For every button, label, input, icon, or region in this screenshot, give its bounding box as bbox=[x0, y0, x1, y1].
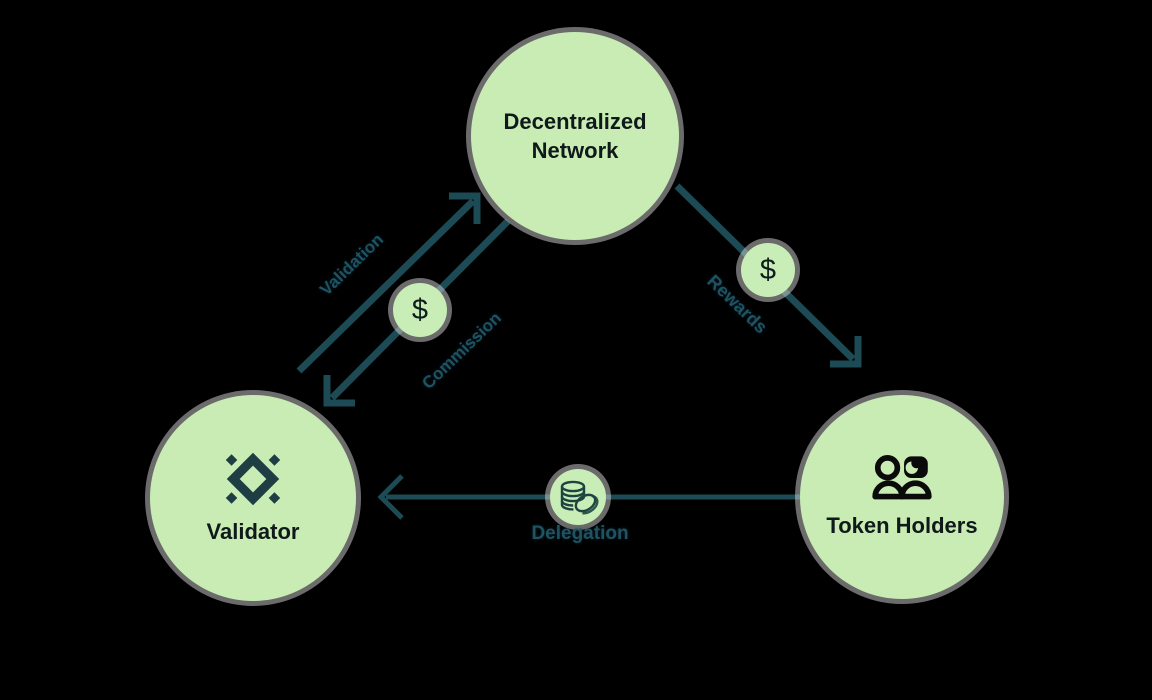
node-label: Decentralized Network bbox=[503, 108, 647, 163]
node-decentralized-network: Decentralized Network bbox=[471, 32, 679, 240]
dollar-icon: $ bbox=[411, 293, 429, 326]
node-label: Validator bbox=[206, 519, 300, 545]
node-validator: Validator bbox=[150, 395, 356, 601]
validation-arrow bbox=[296, 192, 481, 374]
validator-diamond-icon bbox=[225, 453, 281, 506]
arrowhead-left-icon bbox=[377, 474, 404, 520]
delegation-coins-badge bbox=[550, 469, 606, 525]
node-token-holders: Token Holders bbox=[800, 395, 1004, 599]
coin-stack-icon bbox=[560, 480, 599, 515]
commission-dollar-badge: $ bbox=[393, 283, 447, 337]
arrowhead-down-left-icon bbox=[323, 375, 355, 407]
arrowhead-down-right-icon bbox=[830, 336, 862, 368]
edge-label-delegation: Delegation bbox=[531, 523, 629, 544]
dollar-icon: $ bbox=[759, 253, 777, 286]
rewards-dollar-badge: $ bbox=[741, 243, 795, 297]
arrowhead-up-right-icon bbox=[449, 192, 481, 224]
node-label: Token Holders bbox=[826, 513, 978, 539]
people-icon bbox=[872, 455, 932, 500]
